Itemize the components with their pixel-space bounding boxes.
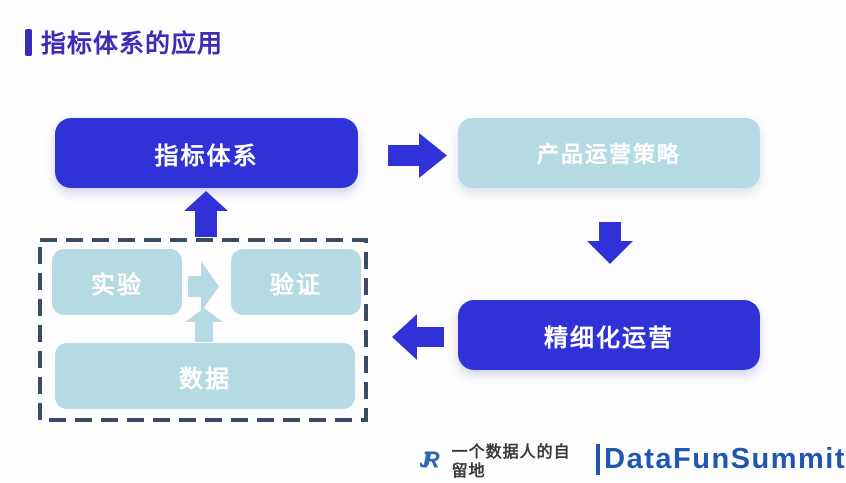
arrow-left-icon — [392, 314, 444, 360]
datafun-brand: DataFunSummit — [596, 440, 846, 478]
logo-title: 一个数据人的自留地 — [451, 444, 571, 480]
node-data-label: 数据 — [179, 365, 231, 393]
title-accent-bar — [25, 28, 32, 56]
brand-name: DataFunSummit — [604, 443, 846, 475]
arrow-down-icon — [587, 222, 633, 264]
logo-text-block: 一个数据人的自留地 SHU JU REN CLUB — [452, 443, 588, 483]
node-product-strategy: 产品运营策略 — [458, 118, 760, 188]
arrow-right-icon-light — [188, 261, 219, 312]
page-title: 指标体系的应用 — [25, 24, 223, 60]
node-refined-operation-label: 精细化运营 — [544, 324, 674, 352]
svg-text:JR: JR — [420, 447, 440, 473]
node-data: 数据 — [55, 343, 355, 409]
node-experiment: 实验 — [52, 249, 182, 315]
arrow-up-icon — [184, 191, 228, 237]
page-title-text: 指标体系的应用 — [41, 30, 224, 58]
node-metric-system: 指标体系 — [55, 118, 358, 188]
node-validation: 验证 — [231, 249, 361, 315]
node-validation-label: 验证 — [270, 271, 322, 299]
arrow-up-icon-light — [185, 308, 223, 342]
shujuren-logo-icon: JR — [420, 447, 447, 473]
node-experiment-label: 实验 — [91, 271, 143, 299]
brand-separator-bar — [596, 444, 601, 475]
node-product-strategy-label: 产品运营策略 — [536, 142, 681, 167]
arrow-right-icon — [388, 133, 447, 178]
node-refined-operation: 精细化运营 — [458, 300, 760, 370]
dashed-loop-frame — [38, 238, 368, 422]
node-metric-system-label: 指标体系 — [154, 142, 259, 170]
footer-branding: JR 一个数据人的自留地 SHU JU REN CLUB DataFunSumm… — [420, 440, 846, 483]
